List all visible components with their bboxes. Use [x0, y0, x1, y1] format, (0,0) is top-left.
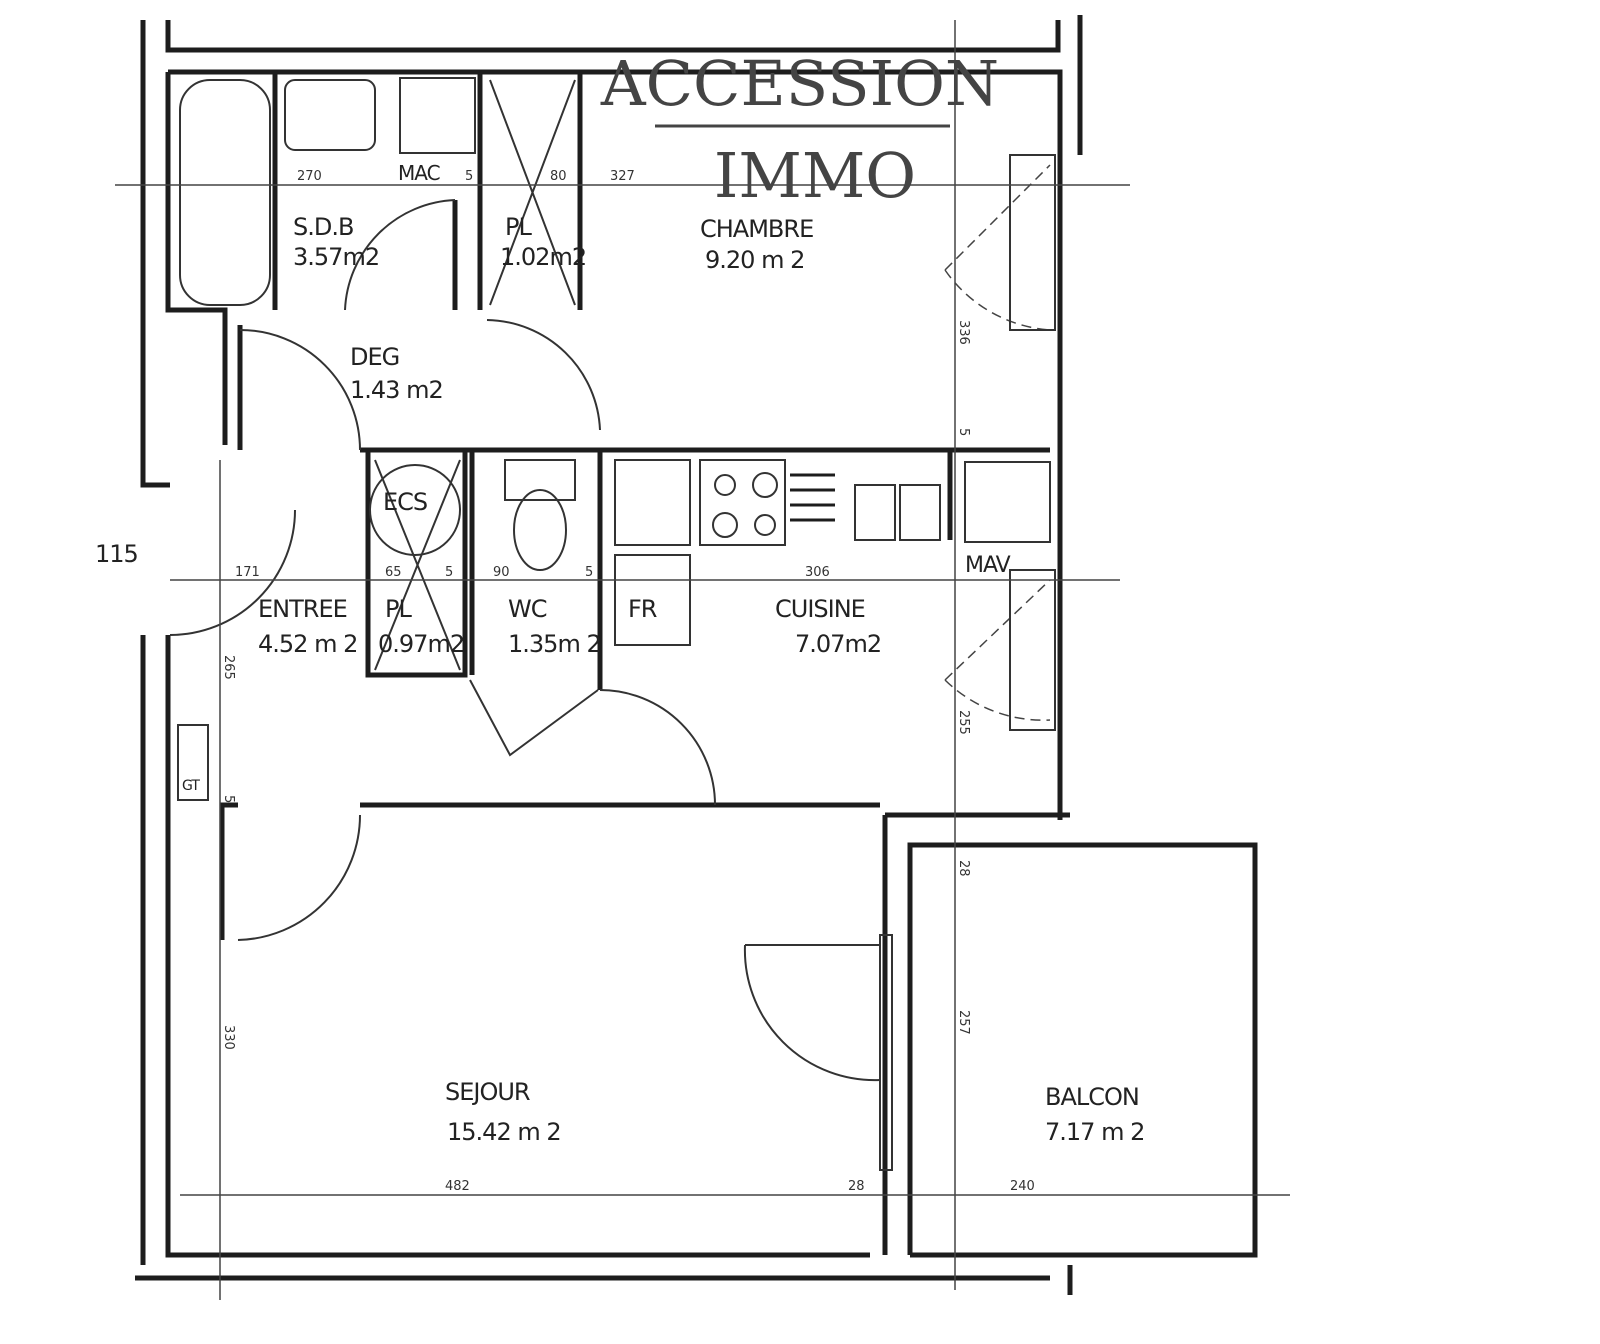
entry-height-label: 115	[95, 540, 138, 568]
toilet-bowl-icon	[513, 489, 567, 571]
dimensions-d240-label: 240	[1010, 1179, 1035, 1194]
room-pl2-area: 0.97m2	[378, 630, 464, 658]
room-sejour-area: 15.42 m 2	[447, 1118, 561, 1146]
dimensions-d80-label: 80	[550, 169, 567, 184]
room-balcon-name: BALCON	[1045, 1083, 1139, 1111]
dimensions-d336-label: 336	[956, 320, 971, 345]
washing-machine-slot	[399, 77, 476, 154]
gas-meter	[177, 724, 209, 801]
fixtures-gt-label: GT	[182, 778, 200, 794]
room-cuisine-area: 7.07m2	[795, 630, 881, 658]
dimensions-d270-label: 270	[297, 169, 322, 184]
dimensions-d327-label: 327	[610, 169, 635, 184]
accession-immo-logo: ACCESSION IMMO	[600, 47, 999, 212]
fridge-slot	[614, 554, 691, 646]
fixtures	[177, 77, 1051, 801]
room-chambre-area: 9.20 m 2	[705, 246, 804, 274]
fixtures-ecs-label: ECS	[383, 488, 427, 516]
toilet-tank-icon	[504, 459, 576, 501]
closet-cross-icon	[489, 79, 576, 306]
fixture-labels: MAC ECS FR MAV GT	[182, 161, 1012, 794]
cooktop-icon	[699, 459, 786, 546]
room-pl1-name: PL	[505, 213, 532, 241]
fixtures-mac-label: MAC	[398, 161, 440, 185]
dimensions-d306-label: 306	[805, 565, 830, 580]
dimension-lines	[115, 20, 1290, 1300]
room-wc-area: 1.35m 2	[508, 630, 601, 658]
room-deg-name: DEG	[350, 343, 399, 371]
room-entree-name: ENTREE	[258, 595, 347, 623]
room-sdb-area: 3.57m2	[293, 243, 379, 271]
room-pl1-area: 1.02m2	[500, 243, 586, 271]
dimensions-d255-label: 255	[956, 710, 971, 735]
room-sejour-name: SEJOUR	[445, 1078, 530, 1106]
door-swings	[169, 154, 1056, 1171]
dimensions-d330-label: 330	[221, 1025, 236, 1050]
dimensions-d5e-label: 5	[221, 795, 236, 803]
room-chambre-name: CHAMBRE	[700, 215, 813, 243]
dimensions-d5a-label: 5	[465, 169, 473, 184]
dimensions-d28a-label: 28	[956, 860, 971, 877]
sink-icon	[854, 484, 896, 541]
dimensions-d257-label: 257	[956, 1010, 971, 1035]
room-labels: S.D.B 3.57m2 PL 1.02m2 CHAMBRE 9.20 m 2 …	[258, 213, 1145, 1146]
room-sdb-name: S.D.B	[293, 213, 353, 241]
room-pl2-name: PL	[385, 595, 412, 623]
dimensions-d90-label: 90	[493, 565, 510, 580]
logo-line1-label: ACCESSION	[600, 47, 999, 120]
dimensions-d5c-label: 5	[585, 565, 593, 580]
dimensions-d5b-label: 5	[445, 565, 453, 580]
room-cuisine-name: CUISINE	[775, 595, 865, 623]
bathtub-icon	[179, 79, 271, 306]
dimensions-d28b-label: 28	[848, 1179, 865, 1194]
room-wc-name: WC	[508, 595, 547, 623]
water-heater-icon	[369, 464, 461, 556]
room-entree-area: 4.52 m 2	[258, 630, 357, 658]
room-balcon-area: 7.17 m 2	[1045, 1118, 1144, 1146]
dimension-labels: 115 270 5 80 327 171 65 5 90 5 306 336 5…	[95, 169, 1035, 1194]
dimensions-d171-label: 171	[235, 565, 260, 580]
room-deg-area: 1.43 m2	[350, 376, 443, 404]
dimensions-d65-label: 65	[385, 565, 402, 580]
washbasin-icon	[284, 79, 376, 151]
dimensions-d482-label: 482	[445, 1179, 470, 1194]
fixtures-mav-label: MAV	[965, 553, 1011, 578]
logo-line2-label: IMMO	[714, 139, 916, 212]
dimensions-d5d-label: 5	[956, 428, 971, 436]
fixtures-fr-label: FR	[628, 595, 657, 623]
dimensions-d265-label: 265	[221, 655, 236, 680]
walls	[135, 15, 1258, 1295]
